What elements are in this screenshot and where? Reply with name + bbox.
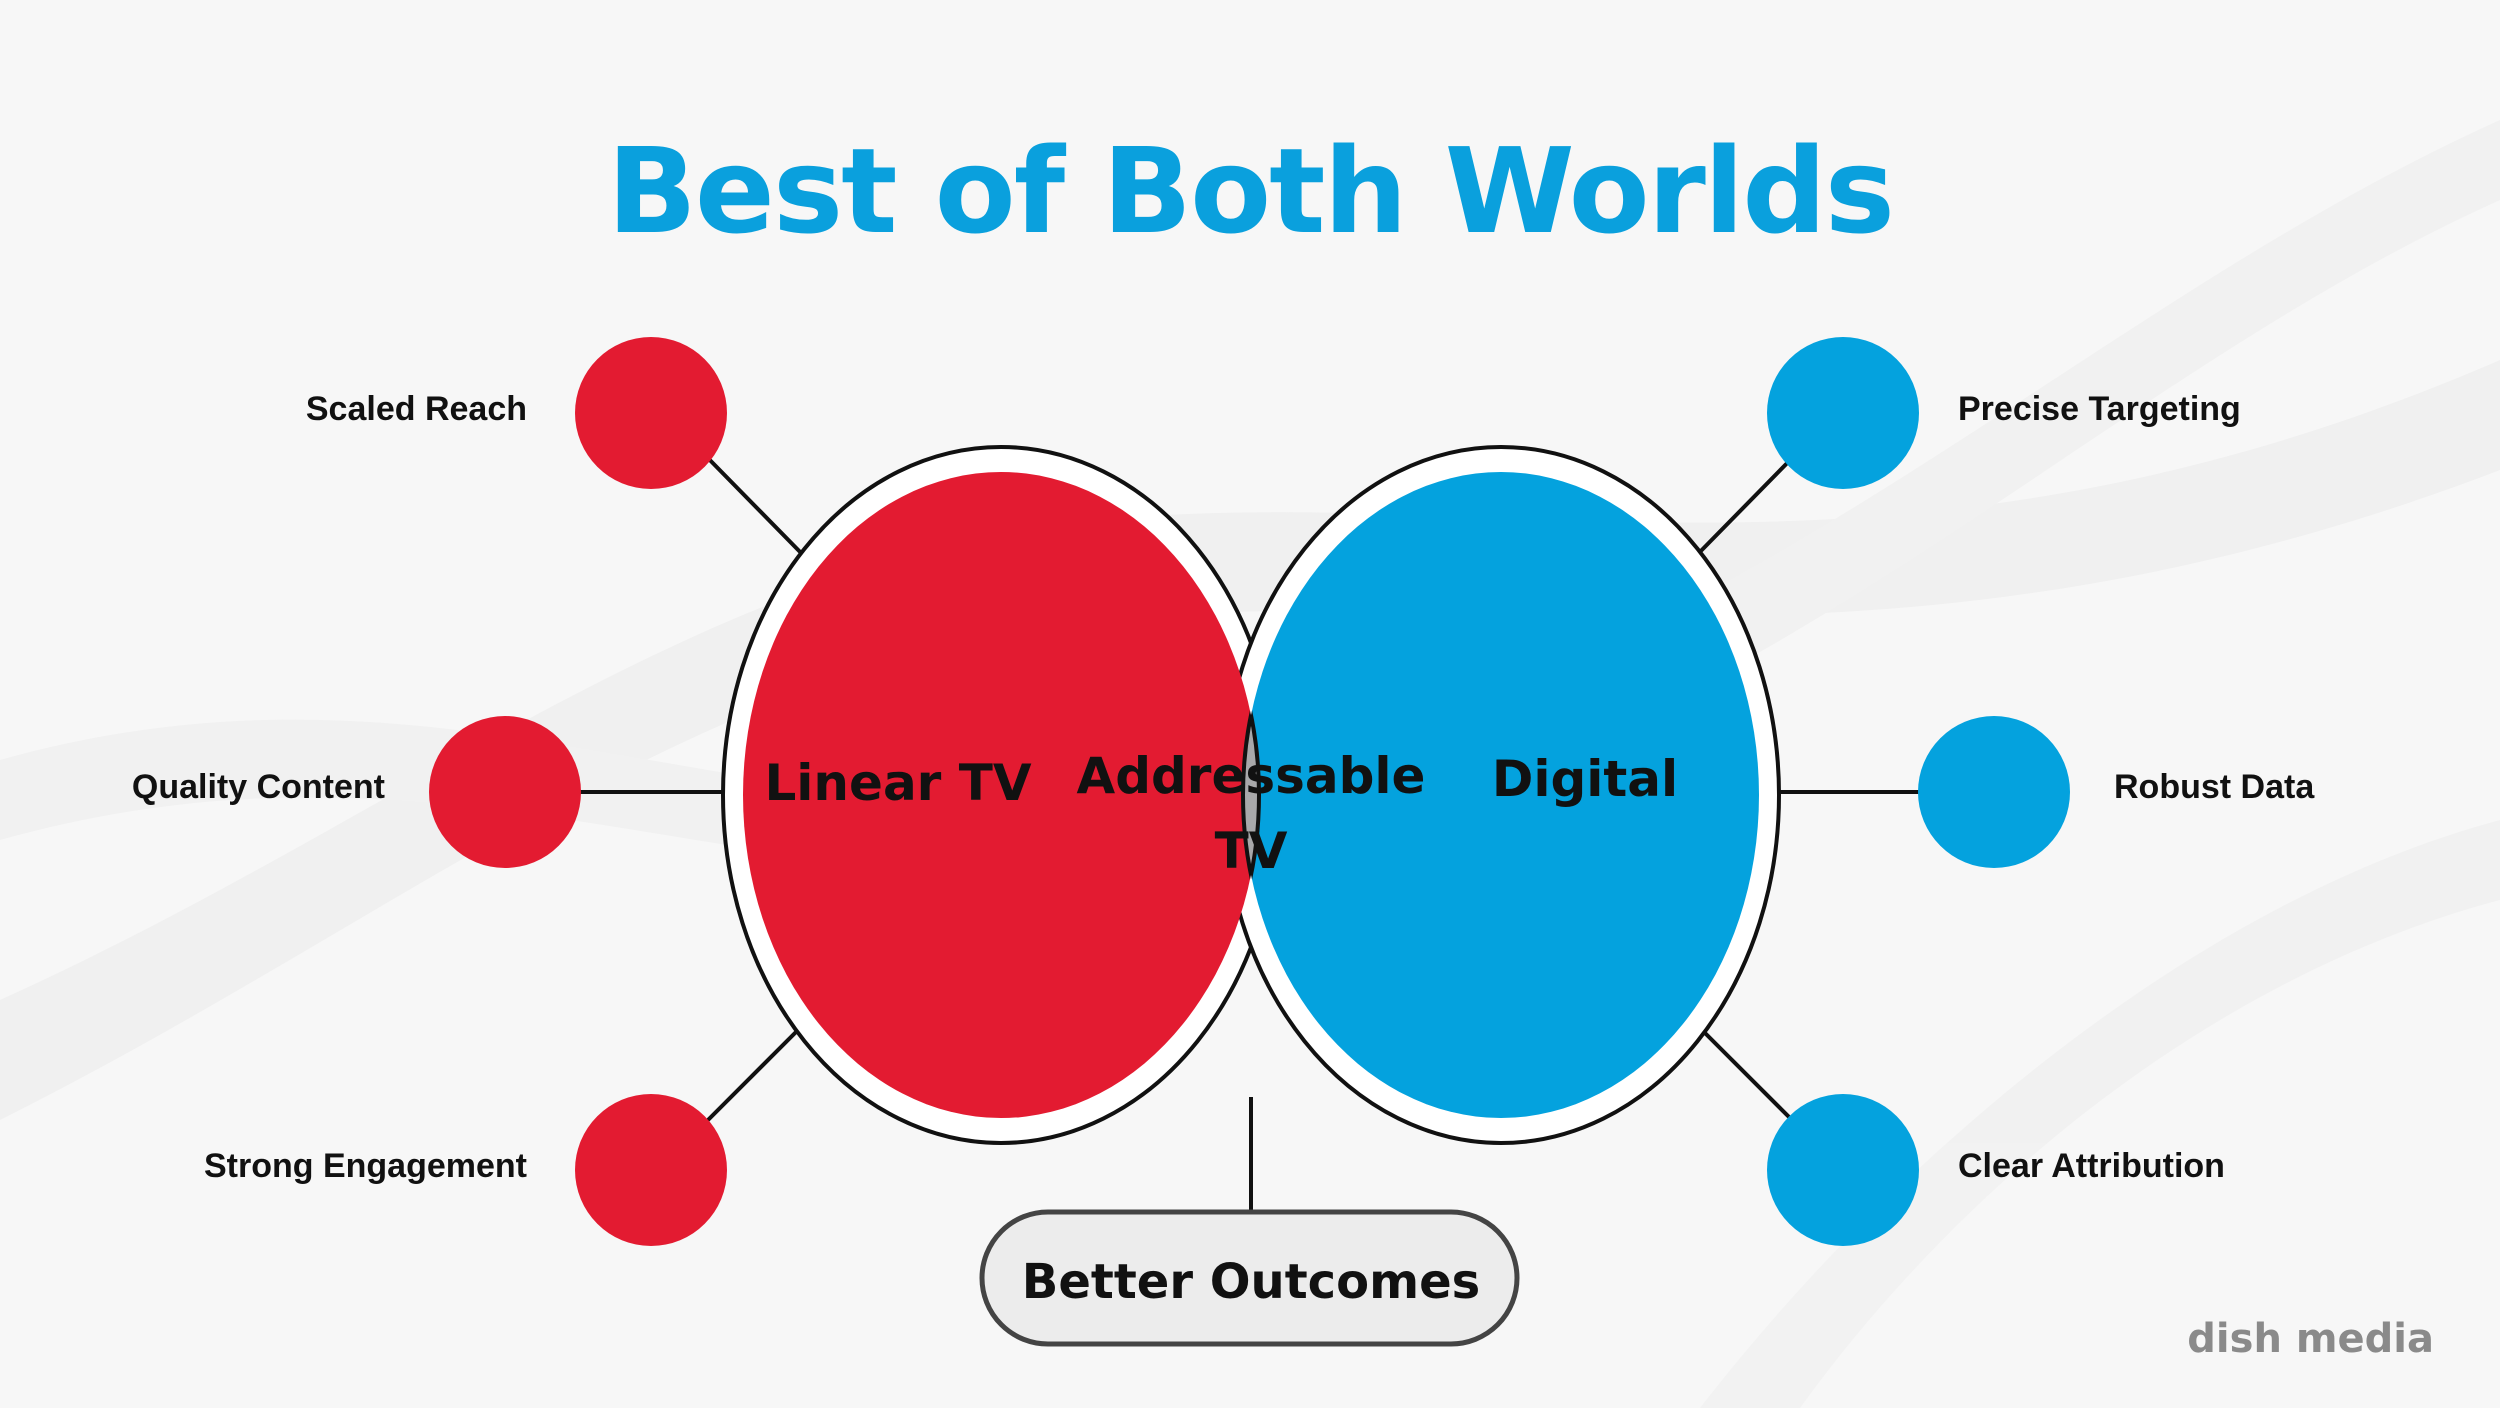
benefit-label-precise-targeting: Precise Targeting — [1958, 390, 2241, 428]
right-benefits: Precise Targeting Robust Data Clear Attr… — [1767, 337, 2315, 1246]
benefit-label-strong-engagement: Strong Engagement — [204, 1147, 527, 1185]
benefit-dot-precise-targeting — [1767, 337, 1919, 489]
connector-scaled-reach — [698, 448, 810, 562]
benefit-dot-clear-attribution — [1767, 1094, 1919, 1246]
connector-precise-targeting — [1690, 448, 1802, 562]
outcome-label: Better Outcomes — [1022, 1254, 1480, 1310]
benefit-label-scaled-reach: Scaled Reach — [306, 390, 527, 428]
digital-label: Digital — [1492, 750, 1678, 808]
connector-strong-engagement — [698, 1018, 810, 1130]
connector-lines — [580, 448, 1920, 1212]
benefit-dot-scaled-reach — [575, 337, 727, 489]
linear-tv-circle — [743, 472, 1259, 1118]
benefit-dot-strong-engagement — [575, 1094, 727, 1246]
background-swoosh — [0, 120, 2500, 1408]
benefit-label-robust-data: Robust Data — [2114, 768, 2315, 806]
linear-tv-label: Linear TV — [764, 754, 1031, 812]
addressable-tv-label-line2: TV — [1215, 822, 1288, 880]
outcome-pill — [979, 1209, 1520, 1347]
connector-clear-attribution — [1690, 1018, 1802, 1130]
brand-logo: dish media — [2187, 1316, 2434, 1362]
benefit-dot-robust-data — [1918, 716, 2070, 868]
benefit-label-clear-attribution: Clear Attribution — [1958, 1147, 2225, 1185]
digital-circle — [1243, 472, 1759, 1118]
overlap-outline-left-edge — [1243, 472, 1261, 1118]
benefit-label-quality-content: Quality Content — [132, 768, 385, 806]
addressable-tv-label-line1: Addressable — [1077, 747, 1426, 805]
left-benefits: Scaled Reach Quality Content Strong Enga… — [132, 337, 727, 1246]
overlap-outline-right — [1241, 472, 1259, 1118]
benefit-dot-quality-content — [429, 716, 581, 868]
page-title: Best of Both Worlds — [607, 122, 1893, 260]
